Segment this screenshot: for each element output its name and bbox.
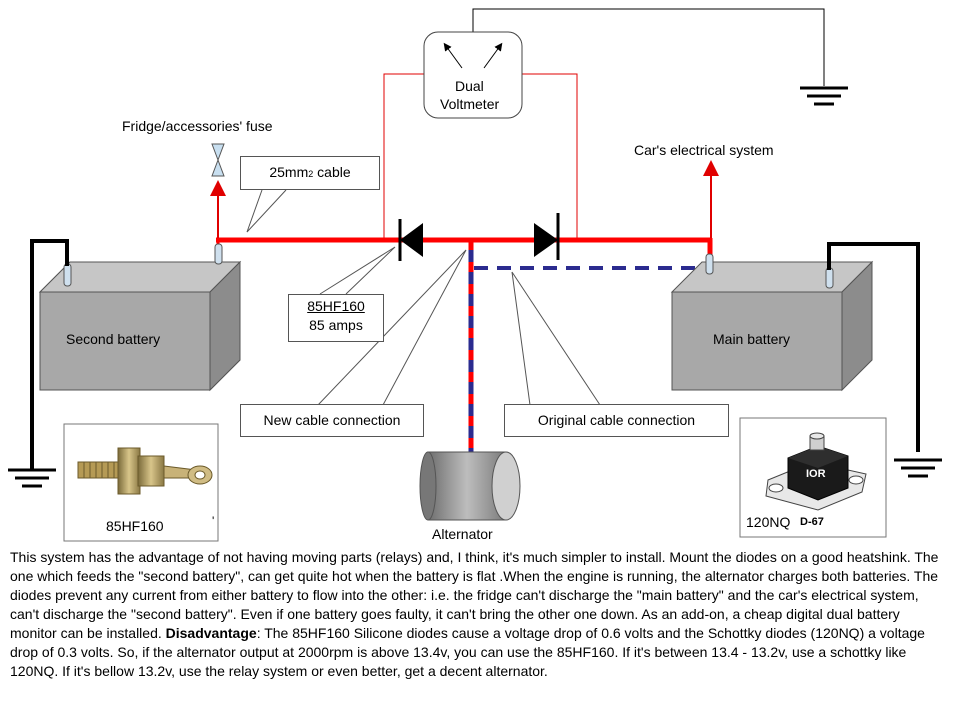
voltmeter-label-line2: Voltmeter: [440, 96, 500, 112]
photo2-code: D-67: [800, 516, 824, 528]
ground-symbol-left: [8, 452, 56, 488]
cable-size-value: 25mm: [269, 164, 309, 180]
second-battery-pos-terminal: [214, 243, 223, 265]
main-battery-ground-wire: [827, 242, 920, 452]
second-battery: [38, 260, 242, 392]
description-bold: Disadvantage: [165, 625, 257, 641]
photo2-caption: 120NQ: [746, 514, 791, 530]
original-connection-label: Original cable connection: [504, 404, 729, 437]
voltmeter-label-line1: Dual: [455, 78, 484, 94]
diagram-canvas: [8, 8, 942, 542]
photo1-caption: 85HF160: [106, 518, 164, 534]
cable-size-word: cable: [313, 164, 351, 180]
description-text: This system has the advantage of not hav…: [10, 548, 950, 681]
diode-85hf160-photo: [63, 423, 219, 542]
original-connection-callout-pointer: [511, 271, 601, 406]
diode-model: 85HF160: [307, 298, 365, 314]
photo1-mark: ': [212, 514, 215, 528]
main-battery-neg-terminal: [825, 267, 834, 289]
alternator-icon: [419, 451, 521, 521]
wiring-diagram: Dual Voltmeter Fridge/accessories' fuse …: [8, 8, 942, 542]
fuse-icon: [211, 143, 225, 177]
diode-spec-label: 85HF160 85 amps: [288, 294, 384, 342]
cable-size-subscript: 2: [308, 169, 314, 179]
cable-size-label: 25mm2 cable: [240, 156, 380, 190]
fuse-label: Fridge/accessories' fuse: [122, 118, 273, 134]
dual-voltmeter: [423, 31, 523, 119]
main-battery-label: Main battery: [713, 331, 791, 347]
voltmeter-ground-wire: [472, 8, 825, 86]
voltmeter-sense-wire-left: [383, 73, 424, 240]
second-battery-neg-terminal: [63, 263, 72, 287]
voltmeter-sense-wire-right: [522, 73, 578, 240]
voltmeter-needle-right: [483, 42, 503, 69]
voltmeter-needle-left: [443, 42, 463, 69]
diode-left-icon: [398, 219, 423, 261]
cable-callout-pointer: [246, 189, 287, 233]
diode-amps: 85 amps: [309, 317, 363, 333]
diode-right-icon: [534, 213, 560, 260]
diode-callout-pointer: [319, 246, 396, 295]
second-battery-label: Second battery: [66, 331, 161, 347]
car-system-label: Car's electrical system: [634, 142, 774, 158]
ground-symbol-top: [800, 86, 848, 106]
diode-120nq-photo: [739, 417, 887, 538]
new-connection-callout-pointer: [317, 249, 467, 406]
ground-symbol-right: [894, 458, 942, 478]
alternator-label: Alternator: [432, 526, 493, 542]
description-part2: : The 85HF160 Silicone diodes cause a vo…: [10, 625, 925, 679]
main-battery: [670, 260, 874, 392]
second-battery-ground-wire: [30, 239, 69, 452]
photo2-logo: IOR: [806, 468, 826, 480]
new-connection-label: New cable connection: [240, 404, 424, 437]
description-part1: This system has the advantage of not hav…: [10, 549, 939, 641]
main-battery-pos-terminal: [705, 253, 714, 275]
